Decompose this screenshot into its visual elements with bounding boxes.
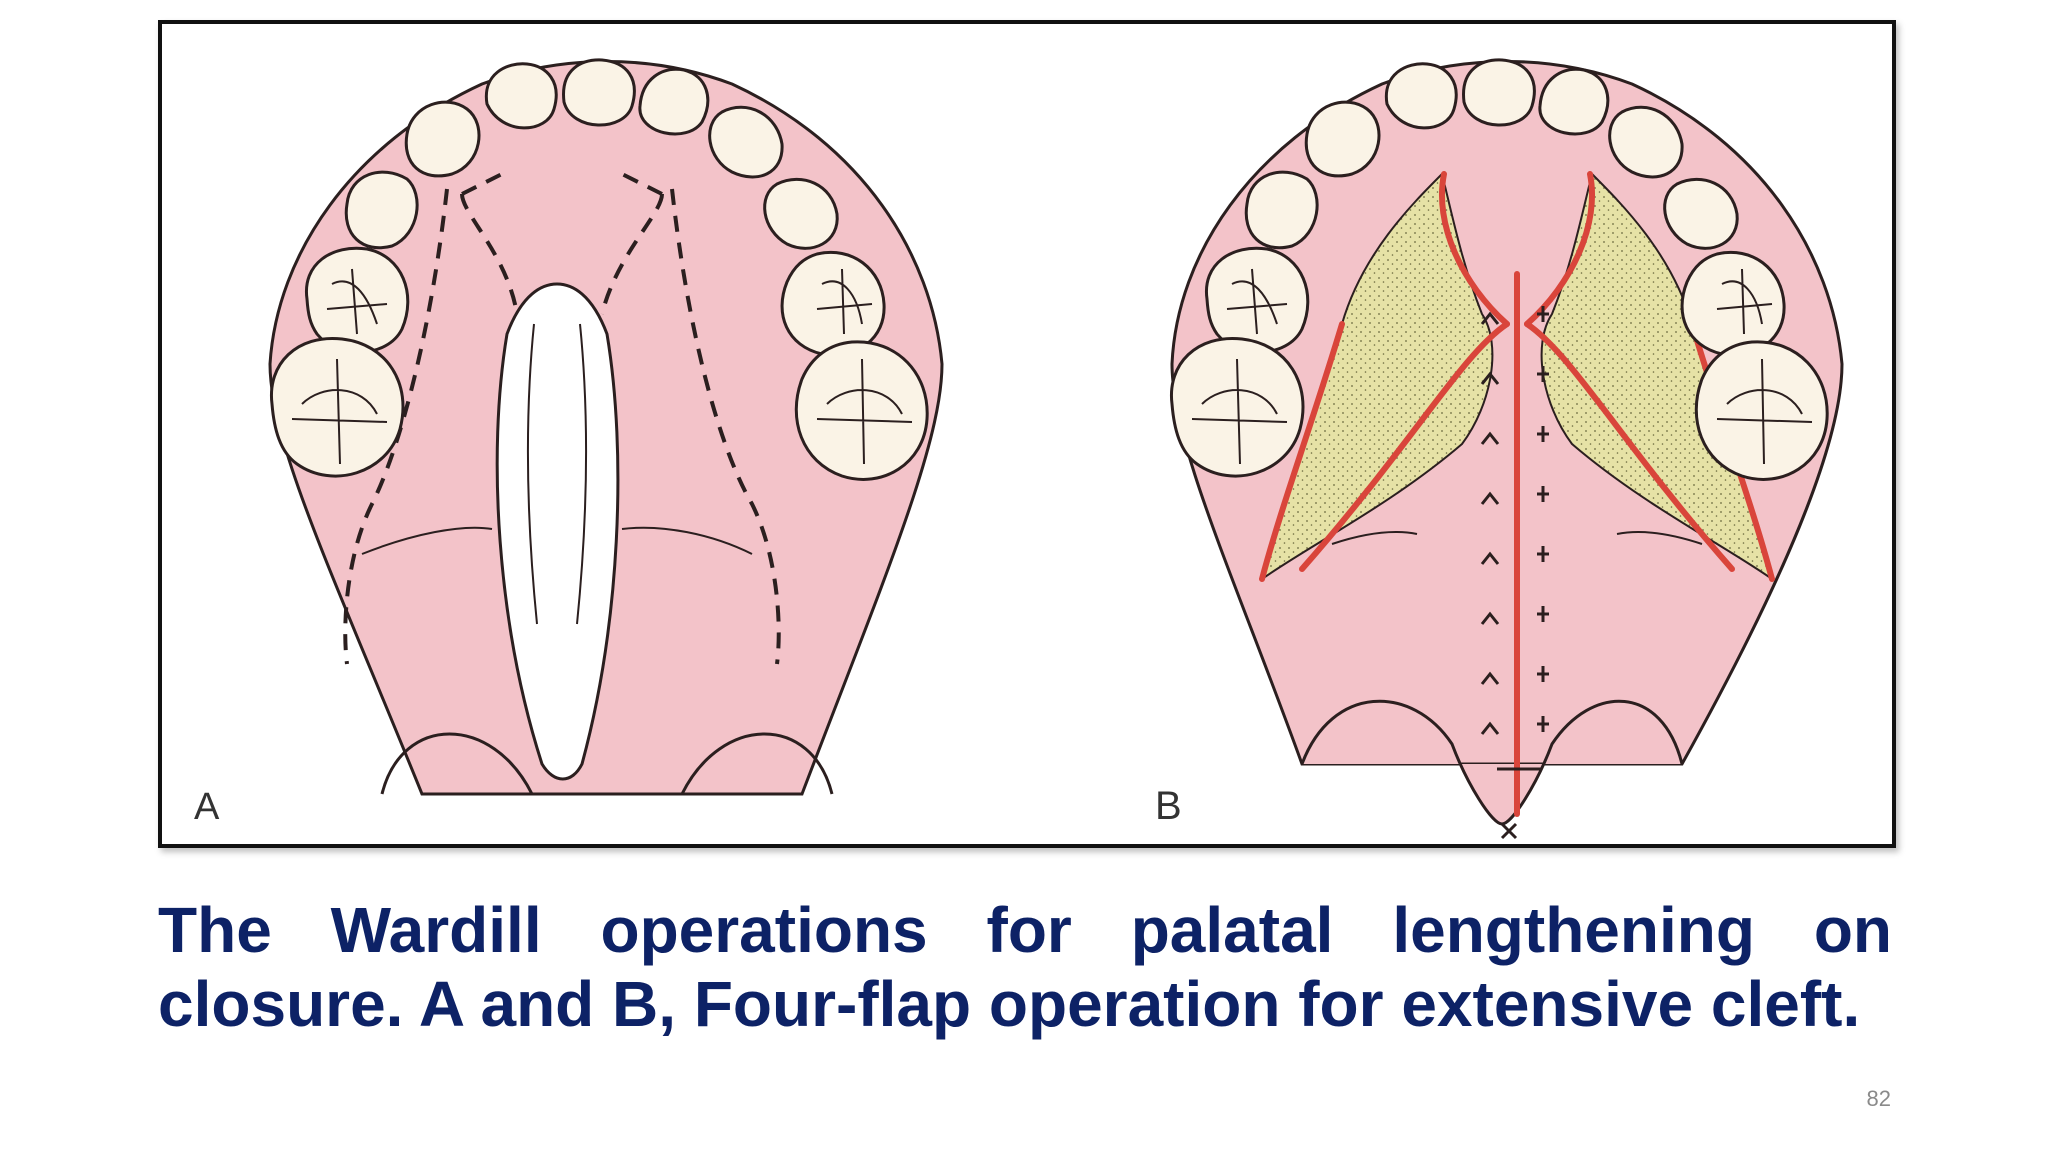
figure-caption: The Wardill operations for palatal lengt… [158, 894, 1892, 1040]
panel-a-diagram: A [194, 58, 944, 828]
teeth-b [1169, 58, 1829, 481]
panel-b-label: B [1155, 784, 1182, 828]
panel-b-diagram: B [1155, 58, 1844, 840]
teeth-a [269, 58, 929, 481]
slide-number: 82 [1866, 1086, 1891, 1111]
palate-illustration: A [194, 58, 1844, 840]
figure-frame: A [158, 20, 1896, 848]
panel-a-label: A [194, 786, 220, 828]
cleft-a [495, 282, 620, 781]
